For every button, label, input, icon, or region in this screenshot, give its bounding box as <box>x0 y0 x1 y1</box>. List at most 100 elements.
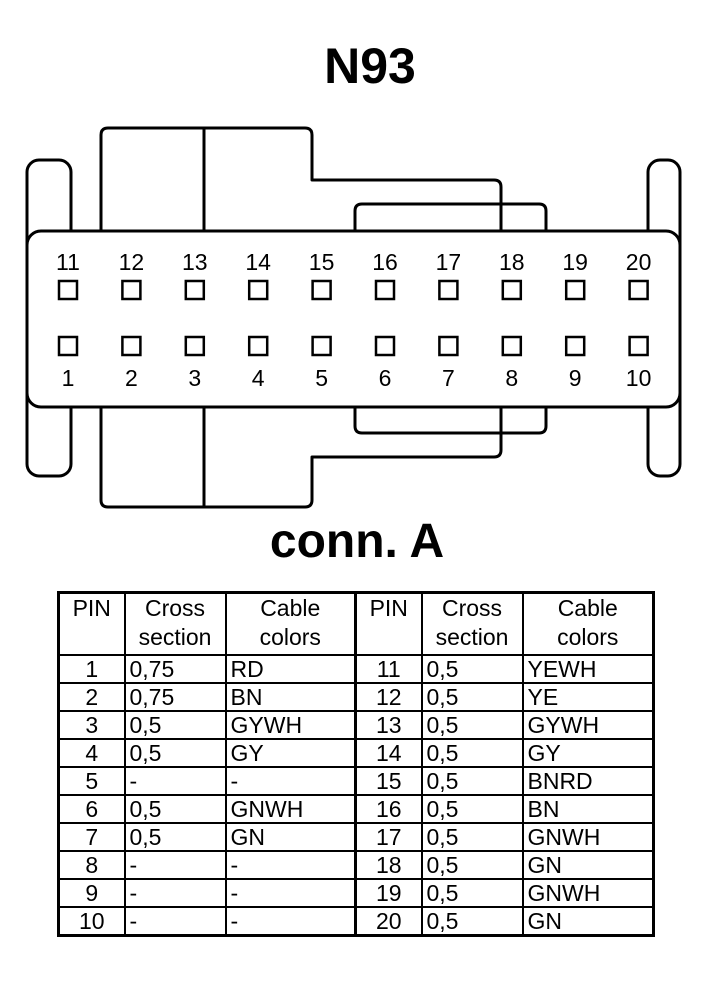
pin-socket <box>438 335 459 357</box>
cross-section-cell: 0,75 <box>123 682 227 712</box>
header-pin: PIN <box>354 591 423 656</box>
pin-number-cell: 18 <box>354 850 423 880</box>
pin-label: 5 <box>315 365 328 391</box>
pin-number-cell: 19 <box>354 878 423 908</box>
pin-number-cell: 11 <box>354 654 423 684</box>
pin-label: 18 <box>499 249 525 275</box>
cable-color-cell: GY <box>521 738 655 768</box>
pin-label: 7 <box>442 365 455 391</box>
pin-socket <box>121 335 142 357</box>
header-colors-label: colors <box>259 624 321 650</box>
pin-number-cell: 17 <box>354 822 423 852</box>
cross-section-cell: 0,5 <box>123 710 227 740</box>
pin-label: 11 <box>56 249 80 275</box>
connector-label: conn. A <box>269 515 445 568</box>
pin-socket <box>564 279 586 301</box>
pin-label: 6 <box>379 365 392 391</box>
pin-socket <box>184 279 206 301</box>
pin-label: 17 <box>436 249 462 275</box>
header-colors-label: colors <box>557 624 619 650</box>
cross-section-cell: - <box>123 878 227 908</box>
cable-color-cell: - <box>224 766 357 796</box>
cable-color-cell: BN <box>224 682 357 712</box>
cross-section-cell: 0,5 <box>123 822 227 852</box>
cable-color-cell: GNWH <box>521 878 655 908</box>
pin-label: 9 <box>569 365 582 391</box>
pin-socket <box>121 279 142 301</box>
pin-label: 19 <box>562 249 588 275</box>
pin-socket <box>501 335 523 357</box>
header-section-label: section <box>138 624 212 650</box>
pin-number-cell: 7 <box>57 822 126 852</box>
pin-number-cell: 15 <box>354 766 423 796</box>
cross-section-cell: 0,75 <box>123 654 227 684</box>
cross-section-cell: - <box>123 766 227 796</box>
pin-number-cell: 8 <box>57 850 126 880</box>
pin-label: 20 <box>626 249 652 275</box>
cable-color-cell: YE <box>521 682 655 712</box>
pin-socket <box>311 279 332 301</box>
cross-section-cell: 0,5 <box>420 850 524 880</box>
header-pin: PIN <box>57 591 126 656</box>
header-cable-colors: Cable colors <box>521 591 655 656</box>
pin-socket <box>628 279 649 301</box>
cable-color-cell: GNWH <box>521 822 655 852</box>
header-cable-label: Cable <box>557 595 618 621</box>
pin-number-cell: 4 <box>57 738 126 768</box>
pin-label: 8 <box>505 365 518 391</box>
pin-label: 12 <box>119 249 145 275</box>
cross-section-cell: 0,5 <box>420 906 524 937</box>
pin-number-cell: 13 <box>354 710 423 740</box>
cable-color-cell: - <box>224 850 357 880</box>
pin-label: 16 <box>372 249 398 275</box>
pin-label: 14 <box>245 249 271 275</box>
pin-label: 1 <box>62 365 75 391</box>
pin-number-cell: 2 <box>57 682 126 712</box>
pin-number-cell: 12 <box>354 682 423 712</box>
top-housing <box>99 126 503 233</box>
cable-color-cell: BN <box>521 794 655 824</box>
bottom-inner-tab <box>353 405 548 435</box>
pin-number-cell: 3 <box>57 710 126 740</box>
pin-socket <box>374 279 396 301</box>
pin-socket <box>311 335 332 357</box>
header-section-label: section <box>435 624 509 650</box>
pin-number-cell: 5 <box>57 766 126 796</box>
cable-color-cell: YEWH <box>521 654 655 684</box>
pin-number-cell: 14 <box>354 738 423 768</box>
cross-section-cell: - <box>123 850 227 880</box>
pin-number-cell: 6 <box>57 794 126 824</box>
cross-section-cell: 0,5 <box>420 878 524 908</box>
pin-number-cell: 9 <box>57 878 126 908</box>
pin-socket <box>438 279 459 301</box>
cable-color-cell: - <box>224 878 357 908</box>
cross-section-cell: 0,5 <box>420 822 524 852</box>
pin-socket <box>501 279 523 301</box>
cross-section-cell: 0,5 <box>123 738 227 768</box>
cross-section-cell: 0,5 <box>420 794 524 824</box>
cross-section-cell: 0,5 <box>123 794 227 824</box>
pin-label: 13 <box>182 249 208 275</box>
pin-label: 3 <box>188 365 201 391</box>
connector-title: N93 <box>324 38 416 94</box>
pin-socket <box>57 279 79 301</box>
pin-socket <box>628 335 649 357</box>
cross-section-cell: 0,5 <box>420 682 524 712</box>
connector-body <box>25 229 682 409</box>
cable-color-cell: BNRD <box>521 766 655 796</box>
pin-socket <box>184 335 206 357</box>
